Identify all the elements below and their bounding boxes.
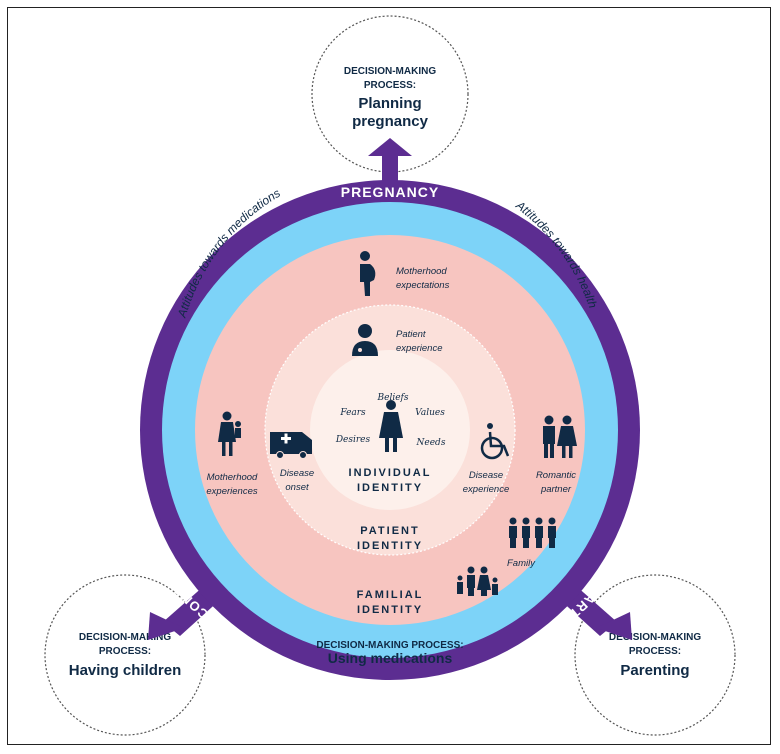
bubble-right-line3: Parenting (620, 662, 689, 679)
bubble-right-line1: DECISION-MAKING (609, 632, 701, 643)
bubble-top-line4: pregnancy (352, 113, 429, 130)
label-disease-onset-2: onset (285, 482, 309, 493)
bubble-top-line3: Planning (358, 95, 421, 112)
label-motherhood-experiences-1: Motherhood (207, 472, 258, 483)
label-disease-onset-1: Disease (280, 468, 314, 479)
word-beliefs: Beliefs (377, 393, 409, 403)
bubble-parenting: DECISION-MAKING PROCESS: Parenting (574, 574, 736, 736)
label-patient-2: IDENTITY (357, 540, 423, 552)
label-individual-2: IDENTITY (357, 482, 423, 494)
label-familial-2: IDENTITY (357, 604, 423, 616)
label-pregnancy: PREGNANCY (341, 184, 439, 200)
bubble-left-line1: DECISION-MAKING (79, 632, 171, 643)
pregnant-woman-icon (360, 251, 376, 296)
bubble-having-children: DECISION-MAKING PROCESS: Having children (44, 574, 206, 736)
mother-child-icon (218, 411, 241, 456)
label-bottom-process-line1: DECISION-MAKING PROCESS: (316, 640, 463, 651)
bubble-planning-pregnancy: DECISION-MAKING PROCESS: Planning pregna… (311, 15, 469, 173)
bubble-top-line1: DECISION-MAKING (344, 66, 436, 77)
label-motherhood-experiences-2: experiences (206, 486, 257, 497)
word-fears: Fears (339, 408, 366, 418)
label-patient-experience-2: experience (396, 343, 442, 354)
doctor-icon (352, 324, 378, 356)
bubble-left-line2: PROCESS: (99, 646, 151, 657)
couple-icon (543, 415, 577, 458)
family-icon (457, 566, 498, 596)
wheelchair-icon (480, 423, 510, 460)
woman-icon (379, 400, 403, 452)
word-needs: Needs (416, 438, 446, 448)
figure-frame (7, 7, 771, 745)
word-desires: Desires (335, 435, 371, 445)
group-icon (509, 517, 556, 548)
label-patient-experience-1: Patient (396, 329, 426, 340)
bubble-right-line2: PROCESS: (629, 646, 681, 657)
label-individual-1: INDIVIDUAL (349, 467, 432, 479)
label-disease-experience-2: experience (463, 484, 509, 495)
label-motherhood-expectations-1: Motherhood (396, 266, 447, 277)
label-disease-experience-1: Disease (469, 470, 503, 481)
label-romantic-partner-2: partner (540, 484, 572, 495)
label-familial-1: FAMILIAL (357, 589, 424, 601)
label-romantic-partner-1: Romantic (536, 470, 576, 481)
label-motherhood-expectations-2: expectations (396, 280, 450, 291)
bubble-top-line2: PROCESS: (364, 80, 416, 91)
ambulance-icon (270, 432, 312, 459)
label-patient-1: PATIENT (360, 525, 419, 537)
word-values: Values (415, 408, 445, 418)
label-family: Family (507, 558, 536, 569)
bubble-left-line3: Having children (69, 662, 182, 679)
label-bottom-process-line2: Using medications (328, 650, 453, 666)
arrow-up (368, 138, 412, 182)
